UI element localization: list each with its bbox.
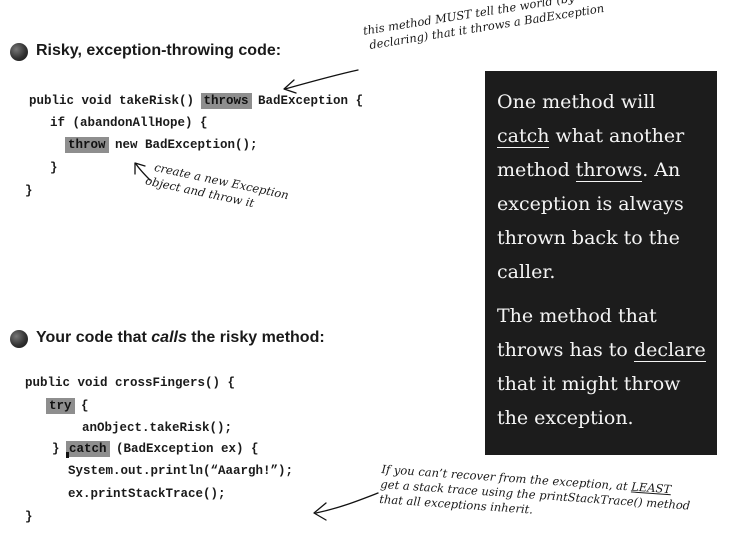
section-bullet-icon [10,330,28,348]
callout-line: thrown back to the [497,227,680,249]
throws-keyword: throws [200,93,252,109]
code-text: { [73,399,89,413]
risky-code-line-5: } [25,184,33,198]
callout-text: . An [642,159,681,181]
callout-underline: throws [575,159,643,182]
callout-box: One method will catch what another metho… [485,71,717,455]
catch-arrowhead-icon [313,502,327,521]
callout-line: throws has to declare [497,333,706,368]
callout-text: throws has to [497,339,634,361]
heading-text: the risky method: [186,329,325,346]
call-code-line-4: } catch (BadException ex) { [52,441,259,457]
callout-line: catch what another [497,119,684,154]
callout-line: method throws. An [497,153,680,188]
section-bullet-icon [10,43,28,61]
risky-code-line-4: } [50,161,58,175]
try-keyword: try [46,398,75,414]
callout-text: what another [549,125,685,147]
callout-line: The method that [497,305,657,327]
callout-underline: catch [497,125,550,148]
call-code-line-3: anObject.takeRisk(); [82,421,233,435]
call-code-line-6: ex.printStackTrace(); [68,487,226,501]
code-text: (BadException ex) { [108,442,259,456]
throw-keyword: throw [65,137,109,153]
callout-underline: declare [633,339,706,362]
throws-arrow-icon [284,69,359,90]
risky-code-line-1: public void takeRisk() throws BadExcepti… [29,93,363,109]
risky-code-heading: Risky, exception-throwing code: [36,42,282,59]
catch-arrow-icon [315,492,379,514]
callout-line: that it might throw [497,373,681,395]
code-text: public void takeRisk() [29,94,202,108]
heading-emphasis: calls [151,329,187,346]
calls-code-heading: Your code that calls the risky method: [36,329,325,347]
throw-arrow-icon [135,163,151,181]
callout-line: One method will [497,91,656,113]
code-text: } [52,442,68,456]
call-code-line-5: System.out.println(“Aaargh!”); [68,464,294,478]
heading-text: Your code that [36,329,152,346]
callout-text: method [497,159,576,181]
cursor-mark-icon [66,452,69,458]
callout-line: the exception. [497,407,634,429]
code-text: new BadException(); [107,138,258,152]
catch-keyword: catch [66,441,110,457]
code-text: BadException { [250,94,364,108]
call-code-line-1: public void crossFingers() { [25,376,236,390]
callout-line: exception is always [497,193,684,215]
call-code-line-2: try { [46,398,89,414]
throws-arrowhead-icon [283,79,297,94]
risky-code-line-3: throw new BadException(); [65,137,258,153]
call-code-line-7: } [25,510,33,524]
callout-line: caller. [497,261,556,283]
throw-arrowhead-icon [134,162,146,175]
risky-code-line-2: if (abandonAllHope) { [50,116,208,130]
